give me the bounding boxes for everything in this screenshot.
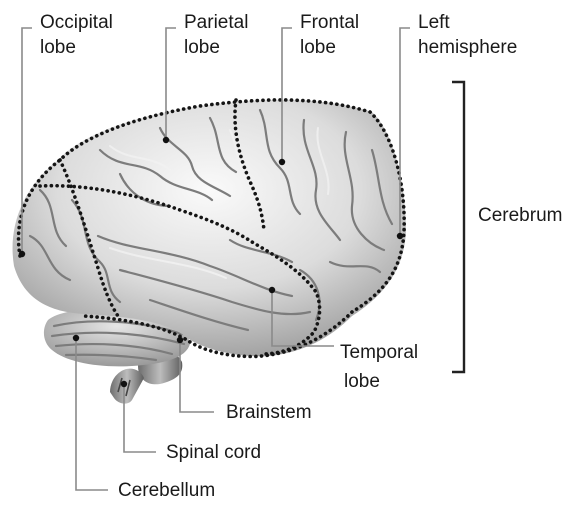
occipital-lobe-label-line1: Occipital: [40, 12, 113, 33]
temporal-dot: [269, 287, 275, 293]
frontal-lobe-label-line1: Frontal: [300, 12, 359, 33]
spinal-cord-dot: [121, 381, 127, 387]
temporal-lobe-label-line1: Temporal: [340, 342, 418, 363]
left-hemisphere-label-line2: hemisphere: [418, 37, 517, 58]
cerebellum-dot: [73, 335, 79, 341]
cerebrum-label: Cerebrum: [478, 205, 562, 226]
parietal-lobe-label-line2: lobe: [184, 37, 220, 58]
spinal-cord-label: Spinal cord: [166, 442, 261, 463]
parietal-lobe-label-line1: Parietal: [184, 12, 248, 33]
left-hemisphere-label-line1: Left: [418, 12, 450, 33]
cerebellum-label: Cerebellum: [118, 480, 215, 501]
temporal-lobe-label-line2: lobe: [344, 371, 380, 392]
brainstem-dot: [177, 337, 183, 343]
brainstem-leader: [180, 342, 214, 412]
occipital-dot: [19, 251, 25, 257]
occipital-lobe-label-line2: lobe: [40, 37, 76, 58]
frontal-lobe-label-line2: lobe: [300, 37, 336, 58]
left-hemisphere-dot: [397, 233, 403, 239]
cerebrum-bracket: [452, 82, 464, 372]
parietal-dot: [163, 137, 169, 143]
spinal-cord-shape: [110, 369, 144, 404]
frontal-dot: [279, 159, 285, 165]
brainstem-label: Brainstem: [226, 402, 312, 423]
